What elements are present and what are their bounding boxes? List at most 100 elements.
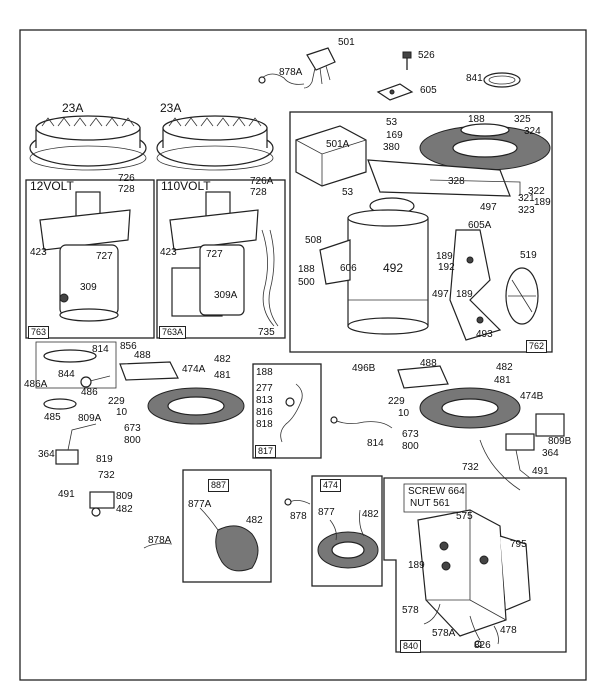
callout-23a-right: 23A [160,101,182,115]
box-840 [383,477,567,653]
washer-485 [43,398,77,410]
callout-323: 323 [518,205,535,216]
callout-423-right: 423 [160,247,177,258]
callout-491-left: 491 [58,489,75,500]
callout-727-left: 727 [96,251,113,262]
callout-575: 575 [456,511,473,522]
rectifier-364-left [55,423,97,465]
callout-364-left: 364 [38,449,55,460]
callout-492: 492 [383,261,404,275]
callout-818: 818 [256,419,273,430]
callout-728-right: 728 [250,187,267,198]
coil-887 [199,507,259,572]
box-763a [156,179,286,339]
wire-814-mid [330,416,393,429]
callout-486: 486 [81,387,98,398]
callout-169: 169 [386,130,403,141]
bracket-486 [80,361,179,388]
callout-497-a: 497 [480,202,497,213]
callout-12volt: 12VOLT [30,179,74,193]
callout-474b: 474B [520,391,544,402]
callout-578a: 578A [432,628,456,639]
callout-188-top: 188 [468,114,485,125]
callout-727-right: 727 [206,249,223,260]
callout-189-840: 189 [408,560,425,571]
callout-496b: 496B [352,363,376,374]
callout-501: 501 [338,37,355,48]
box-label-763: 763 [28,326,50,339]
callout-816: 816 [256,407,273,418]
flywheel-left [29,115,147,171]
callout-23a-left: 23A [62,101,84,115]
callout-814-left: 814 [92,344,109,355]
callout-819: 819 [96,454,113,465]
callout-877: 877 [318,507,335,518]
callout-728-left: 728 [118,184,135,195]
box-label-817: 817 [255,445,277,458]
callout-229-right: 229 [388,396,405,407]
callout-497-b: 497 [432,289,449,300]
callout-192: 192 [438,262,455,273]
wire-878 [284,498,311,506]
wire-814-left [43,349,97,363]
callout-841: 841 [466,73,483,84]
box-762 [289,111,553,353]
note-screw: SCREW 664 [408,486,465,497]
callout-519: 519 [520,250,537,261]
callout-309: 309 [80,282,97,293]
callout-809b: 809B [548,436,572,447]
callout-229-left: 229 [108,396,125,407]
control-box-501a [295,125,367,187]
callout-189-c: 189 [456,289,473,300]
callout-486a: 486A [24,379,48,390]
module-809 [89,491,115,517]
box-label-763a: 763A [159,326,187,339]
stator-474a [147,387,245,425]
callout-188-mid: 188 [256,367,273,378]
callout-878a-top: 878A [279,67,303,78]
bracket-488-r [397,365,449,389]
callout-328: 328 [448,176,465,187]
callout-189-right: 189 [534,197,551,208]
starter-motor-309a [169,191,279,327]
regulator-501 [303,47,336,89]
callout-10-left: 10 [116,407,128,418]
bracket-605 [376,83,414,101]
callout-809a: 809A [78,413,102,424]
screw-526 [402,51,412,70]
box-label-762: 762 [526,340,548,353]
callout-493: 493 [476,329,493,340]
wire-878a-bl [143,543,173,549]
wire-818 [280,383,303,443]
callout-878: 878 [290,511,307,522]
callout-188-b: 188 [298,264,315,275]
box-474 [311,475,383,587]
callout-605: 605 [420,85,437,96]
note-box [403,483,467,513]
callout-322: 322 [528,186,545,197]
callout-482-887: 482 [246,515,263,526]
callout-605a: 605A [468,220,492,231]
callout-481-left: 481 [214,370,231,381]
callout-309a: 309A [214,290,238,301]
callout-488-left: 488 [134,350,151,361]
callout-474a: 474A [182,364,206,375]
box-label-840: 840 [400,640,422,653]
callout-482-474: 482 [362,509,379,520]
callout-844: 844 [58,369,75,380]
callout-325: 325 [514,114,531,125]
callout-856: 856 [120,341,137,352]
callout-10-right: 10 [398,408,410,419]
callout-423-left: 423 [30,247,47,258]
callout-189-b: 189 [436,251,453,262]
box-label-887: 887 [208,479,230,492]
callout-364-right: 364 [542,448,559,459]
callout-726-left: 726 [118,173,135,184]
outer-frame [19,29,587,681]
stator-474b [419,387,521,429]
callout-481-right: 481 [494,375,511,386]
generator-492 [347,197,429,335]
bracket-328 [367,159,521,197]
clamp-841 [483,72,521,88]
